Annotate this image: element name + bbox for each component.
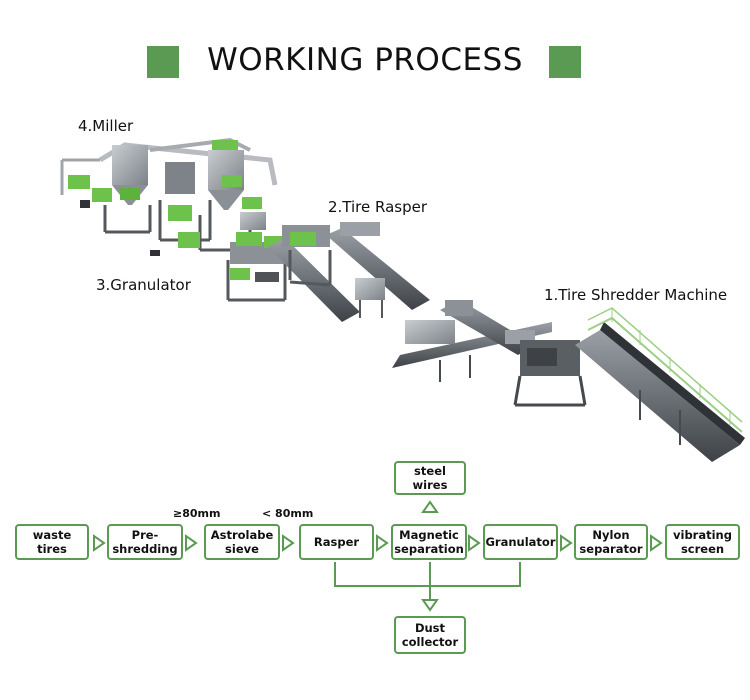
arrow-1 (93, 534, 106, 552)
tire-rasper-machine (268, 222, 430, 322)
arrow-down-dust (421, 599, 439, 612)
arrow-up-steel (421, 500, 439, 513)
flow-box-dust-collector: Dust collector (394, 616, 466, 654)
flow-box-nylon-separator: Nylon separator (574, 524, 648, 560)
arrow-6 (560, 534, 573, 552)
title-square-right (549, 46, 581, 78)
arrow-2 (185, 534, 198, 552)
title-bar: WORKING PROCESS (0, 40, 750, 90)
flow-box-waste-tires: waste tires (15, 524, 89, 560)
arrow-7 (650, 534, 663, 552)
label-tire-rasper: 2.Tire Rasper (328, 198, 428, 216)
flow-box-magnetic-separation: Magnetic separation (391, 524, 467, 560)
flow-box-vibrating-screen: vibrating screen (665, 524, 740, 560)
tire-shredder-machine (392, 300, 745, 462)
size-label-ge80: ≥80mm (173, 507, 221, 520)
label-tire-shredder: 1.Tire Shredder Machine (544, 286, 728, 304)
flow-box-steel-wires: steel wires (394, 461, 466, 495)
flow-box-granulator: Granulator (483, 524, 558, 560)
size-label-lt80: < 80mm (262, 507, 314, 520)
miller-machine (60, 137, 278, 256)
label-granulator: 3.Granulator (96, 276, 191, 294)
title-square-left (147, 46, 179, 78)
page-title: WORKING PROCESS (207, 42, 523, 78)
arrow-4 (376, 534, 389, 552)
flow-box-pre-shredding: Pre- shredding (107, 524, 183, 560)
flow-box-rasper: Rasper (299, 524, 374, 560)
arrow-3 (282, 534, 295, 552)
arrow-5 (468, 534, 481, 552)
dust-bracket (334, 562, 521, 587)
flow-box-astrolabe-sieve: Astrolabe sieve (204, 524, 280, 560)
label-miller: 4.Miller (78, 117, 134, 135)
